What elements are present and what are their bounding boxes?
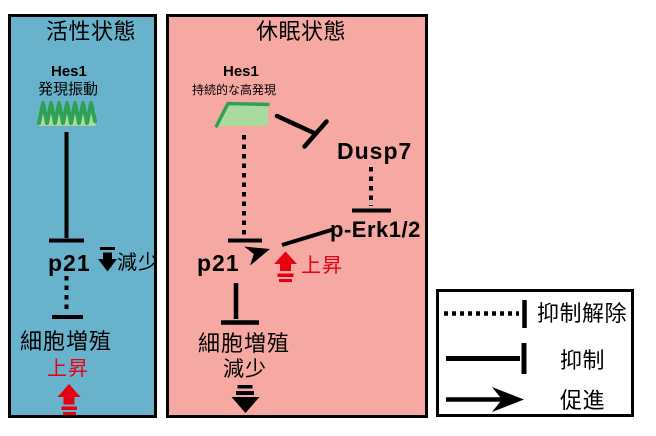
active-proliferation-change-label: 上昇 [47,358,89,380]
active-proliferation-label: 細胞増殖 [20,329,113,354]
legend-box [436,289,634,417]
dormant-proliferation-label: 細胞増殖 [198,331,291,356]
dormant-p21-change-label: 上昇 [301,255,343,277]
dormant-hes1-sublabel: 持続的な高発現 [192,83,277,97]
legend-inhibition-label: 抑制 [560,348,606,373]
dormant-hes1-label: Hes1 [223,63,259,80]
dormant-proliferation-change-label: 減少 [223,358,267,381]
active-panel-title: 活性状態 [46,19,137,44]
legend-release-label: 抑制解除 [537,301,628,326]
active-hes1-sublabel: 発現振動 [38,81,99,98]
dusp7-label: Dusp7 [337,138,413,164]
perk-label: p-Erk1/2 [330,217,421,242]
dormant-state-panel [166,14,428,418]
active-hes1-label: Hes1 [51,63,87,80]
legend-promotion-label: 促進 [560,388,606,413]
active-state-panel [8,14,157,418]
active-p21-change-label: 減少 [117,252,159,274]
dormant-panel-title: 休眠状態 [256,19,347,44]
dormant-p21-label: p21 [197,250,240,276]
active-p21-label: p21 [48,250,91,276]
